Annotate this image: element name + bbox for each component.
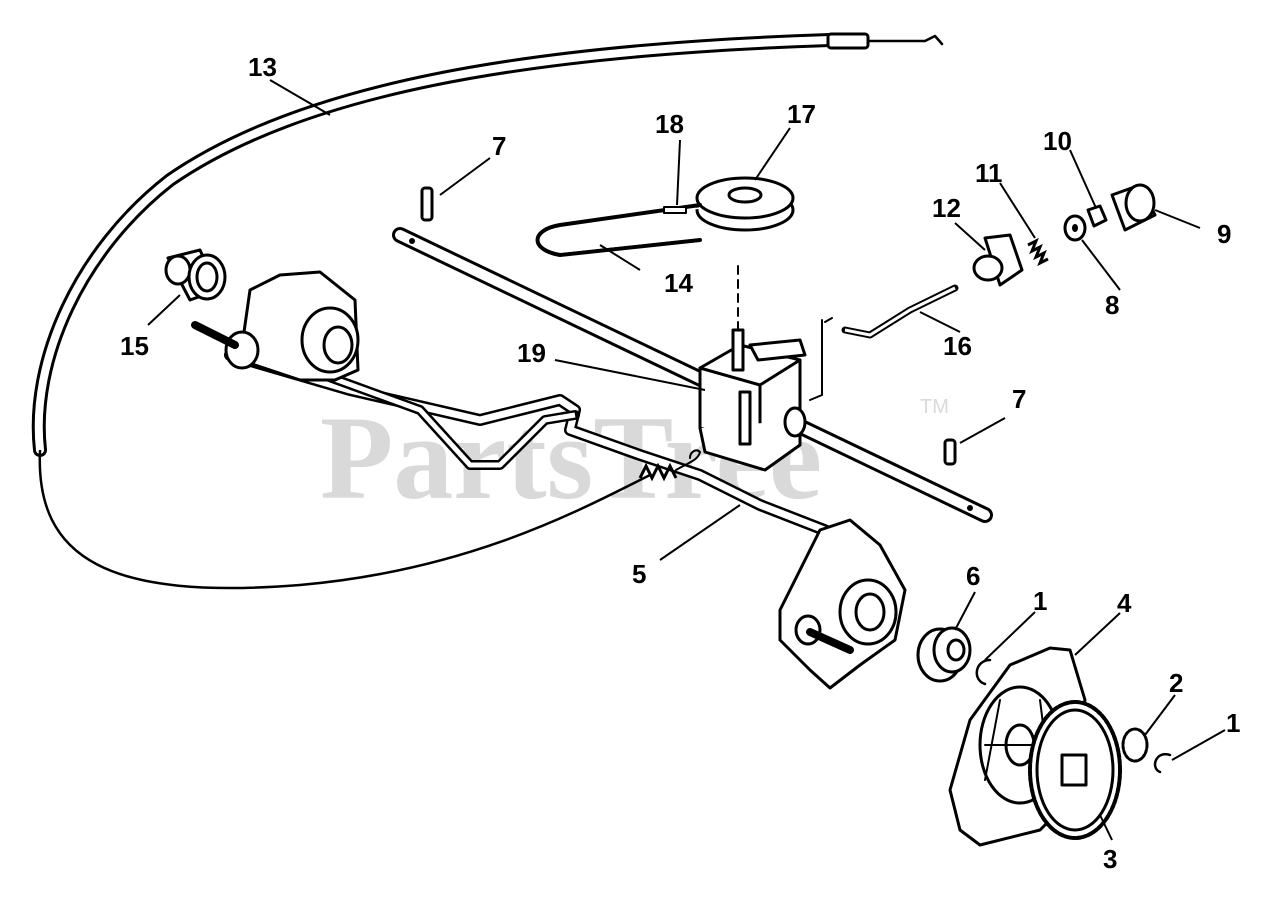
part-18-key [663,206,687,214]
part-7-pin-upper [420,186,434,222]
part-8-washer [1063,214,1087,242]
part-3-gear [1028,700,1122,840]
part-2-pinion [1121,727,1149,763]
callout-2: 2 [1169,668,1183,698]
callout-6: 6 [966,561,980,591]
watermark-tm: TM [920,396,949,418]
callout-1-lower: 1 [1226,708,1240,738]
part-1-clip-a [975,658,992,686]
part-13-drive-cable [31,32,944,590]
callout-1-upper: 1 [1033,586,1047,616]
callout-4: 4 [1117,588,1132,618]
callout-13: 13 [248,52,277,82]
part-11-spring [1027,237,1049,267]
part-9-cap [1110,183,1157,232]
left-wheel-housing [191,270,360,382]
part-19-transmission [698,259,833,472]
transmission-shaft [392,227,993,523]
callout-17: 17 [787,99,816,129]
part-7-pin-lower [943,438,957,466]
callout-12: 12 [932,193,961,223]
callout-3: 3 [1103,844,1117,874]
callout-5: 5 [632,559,646,589]
callout-19: 19 [517,338,546,368]
part-10-nut [1086,204,1108,228]
callout-labels: 13 7 18 17 14 15 19 16 7 8 9 10 11 12 5 … [120,52,1240,874]
leader-lines [147,79,1226,841]
callout-8: 8 [1105,290,1119,320]
callout-9: 9 [1217,219,1231,249]
part-5-axle [224,349,856,546]
part-15-bushing [164,248,227,302]
callout-7-upper: 7 [492,131,506,161]
callout-15: 15 [120,331,149,361]
part-16-rod [841,284,959,339]
callout-11: 11 [975,158,1003,188]
part-1-clip-b [1153,752,1172,774]
callout-7-lower: 7 [1012,384,1026,414]
part-14-belt [535,203,702,257]
part-12-cam [972,233,1024,287]
part-6-bearing [916,626,972,683]
callout-14: 14 [664,268,693,298]
callout-10: 10 [1043,126,1072,156]
right-wheel-housing [778,518,907,690]
part-17-pulley [695,176,795,232]
callout-16: 16 [943,331,972,361]
callout-18: 18 [655,109,684,139]
